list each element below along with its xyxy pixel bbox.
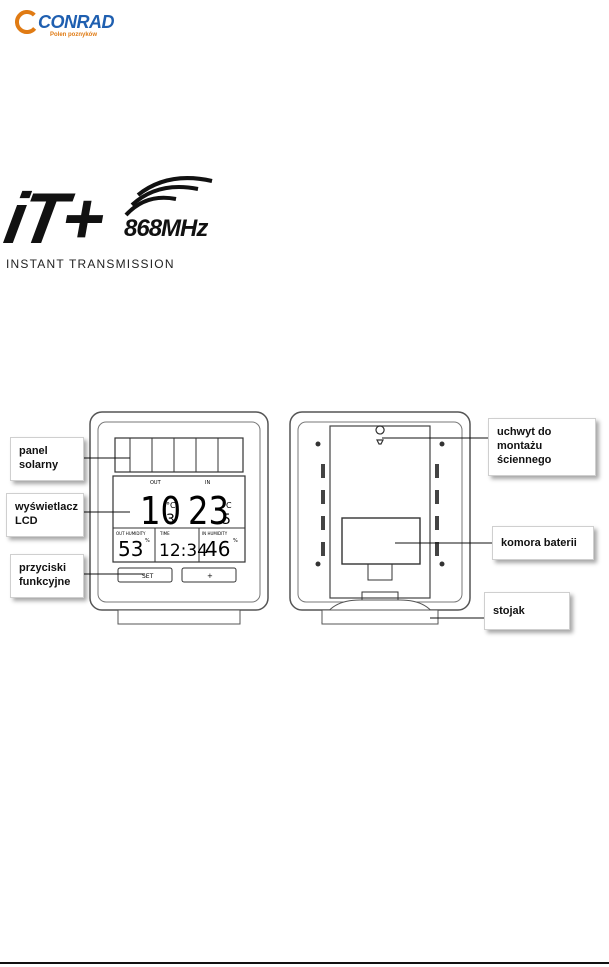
conrad-c-icon <box>15 10 39 34</box>
callout-buttons: przyciski funkcyjne <box>10 554 84 598</box>
frequency-label: 868MHz <box>124 215 208 242</box>
callout-lcd: wyświetlacz LCD <box>6 493 84 537</box>
lcd-display: OUT IN 10 °C 3 23 °C 5 OUT HUMIDITY TIME… <box>112 475 246 563</box>
callout-stand: stojak <box>484 592 570 630</box>
callout-battery: komora baterii <box>492 526 594 560</box>
solar-panel <box>114 437 244 473</box>
temp-out-unit: °C <box>166 501 176 510</box>
set-button-label: SET <box>142 573 154 580</box>
lcd-out-humidity-label: OUT HUMIDITY <box>116 531 146 536</box>
time-value: 12:34 <box>159 541 208 561</box>
product-diagram: OUT IN 10 °C 3 23 °C 5 OUT HUMIDITY TIME… <box>84 411 492 625</box>
callout-wall-mount: uchwyt do montażu ściennego <box>488 418 596 476</box>
conrad-logo: CONRAD Polen poznyków <box>14 10 124 44</box>
plus-button[interactable] <box>181 567 237 583</box>
wireless-waves-icon <box>124 176 213 217</box>
temp-out-decimal: 3 <box>166 512 175 528</box>
back-unit <box>289 411 471 625</box>
humidity-in-percent: % <box>233 538 238 544</box>
humidity-out-value: 53 <box>118 537 143 561</box>
temp-in-decimal: 5 <box>222 512 231 528</box>
it-plus-mark: iT+ <box>0 179 108 259</box>
brand-name: CONRAD <box>38 12 115 32</box>
instant-transmission-label: INSTANT TRANSMISSION <box>6 257 175 271</box>
lcd-time-label: TIME <box>159 531 170 536</box>
brand-tagline: Polen poznyków <box>50 32 98 38</box>
lcd-out-label: OUT <box>150 480 162 486</box>
humidity-out-percent: % <box>145 538 150 544</box>
set-button[interactable] <box>117 567 173 583</box>
wall-mount-keyhole-icon <box>375 425 385 445</box>
lcd-in-label: IN <box>205 480 210 486</box>
callout-solar-panel: panel solarny <box>10 437 84 481</box>
callout-lines <box>84 437 492 619</box>
lcd-in-humidity-label: IN HUMIDITY <box>202 531 228 536</box>
front-unit: OUT IN 10 °C 3 23 °C 5 OUT HUMIDITY TIME… <box>89 411 269 625</box>
humidity-in-value: 46 <box>205 537 230 561</box>
temp-out-value: 10 <box>140 490 181 534</box>
plus-button-label: + <box>207 572 213 580</box>
temp-in-value: 23 <box>188 490 229 534</box>
footer-rule <box>0 962 609 964</box>
temp-in-unit: °C <box>222 501 232 510</box>
it-plus-logo: iT+ 868MHz INSTANT TRANSMISSION <box>0 175 226 275</box>
